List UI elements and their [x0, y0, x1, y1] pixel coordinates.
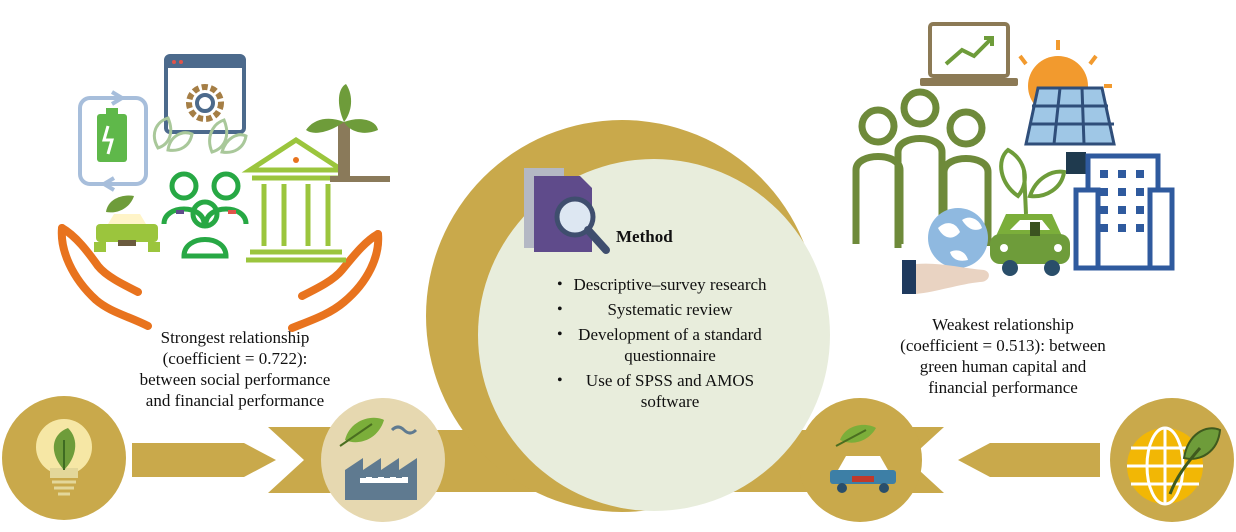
car-leaf-icon	[798, 398, 922, 522]
strongest-line-3: between social performance	[139, 370, 331, 389]
globe-leaf-icon	[1110, 398, 1234, 522]
document-search-icon	[524, 168, 610, 254]
weakest-relationship-text: Weakest relationship (coefficient = 0.51…	[868, 314, 1138, 398]
people-silhouette-icon	[852, 88, 992, 248]
plant-icon	[999, 147, 1067, 215]
method-title: Method	[616, 227, 673, 246]
method-item-text: Use of SPSS and AMOS software	[585, 371, 755, 411]
weakest-line-1: Weakest relationship	[932, 315, 1074, 334]
people-group-icon	[161, 171, 249, 259]
strongest-line-2: (coefficient = 0.722):	[162, 349, 308, 368]
sun-solar-panel-icon	[1018, 40, 1116, 174]
method-item-text: Systematic review	[607, 300, 733, 319]
weakest-line-4: financial performance	[928, 378, 1078, 397]
electric-car-icon	[990, 214, 1070, 276]
method-item: Descriptive–survey research	[557, 274, 767, 295]
weakest-line-2: (coefficient = 0.513): between	[900, 336, 1106, 355]
gear-window-icon	[164, 54, 246, 134]
battery-recycle-icon	[78, 90, 148, 192]
method-item: Systematic review	[557, 299, 767, 320]
bank-icon	[241, 137, 351, 263]
strongest-line-4: and financial performance	[145, 391, 325, 410]
method-item: Development of a standard questionnaire	[557, 324, 767, 366]
laptop-chart-icon	[920, 22, 1018, 86]
wind-turbine-icon	[306, 84, 390, 182]
leaves-icon	[152, 116, 248, 154]
weakest-line-3: green human capital and	[919, 357, 1087, 376]
lightbulb-leaf-icon	[2, 396, 126, 520]
method-list: Descriptive–survey research Systematic r…	[557, 274, 767, 416]
method-item-text: Descriptive–survey research	[573, 275, 767, 294]
method-item-text: Development of a standard questionnaire	[578, 325, 762, 365]
building-icon	[1073, 153, 1175, 271]
strongest-line-1: Strongest relationship	[160, 328, 310, 347]
factory-leaf-icon	[321, 398, 445, 522]
method-item: Use of SPSS and AMOS software	[557, 370, 767, 412]
electric-car-small-icon	[94, 195, 160, 252]
hand-globe-icon	[902, 208, 989, 294]
hands-icon	[57, 224, 383, 332]
strongest-relationship-text: Strongest relationship (coefficient = 0.…	[100, 327, 370, 411]
